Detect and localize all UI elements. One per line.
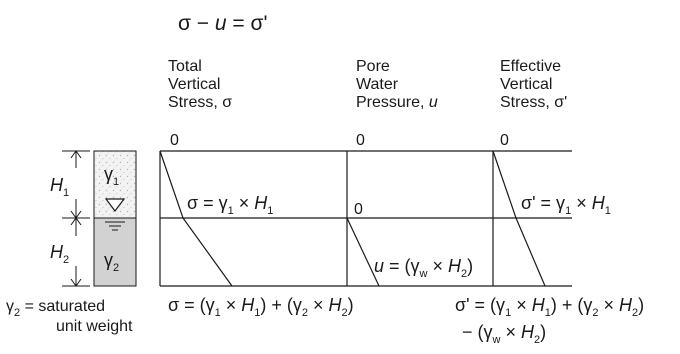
sigma-bottom-label: σ = (γ1 × H1) + (γ2 × H2) (168, 295, 354, 319)
sigma-eff-mid-label: σ' = γ1 × H1 (521, 193, 611, 217)
header-effective-stress: Effective Vertical Stress, σ' (500, 58, 567, 111)
saturated-note-line1: γ2 = saturated (6, 298, 105, 319)
saturated-note-line2: unit weight (56, 318, 133, 335)
h1-label: H1 (50, 175, 69, 199)
header-total-stress: Total Vertical Stress, σ (168, 58, 232, 111)
svg-text:Pressure, u: Pressure, u (356, 94, 438, 111)
soil-column: γ1 γ2 (94, 151, 136, 286)
sigma-eff-bottom-label: σ' = (γ1 × H1) + (γ2 × H2) (455, 295, 644, 319)
sigma-mid-label: σ = γ1 × H1 (187, 193, 273, 217)
svg-text:Effective: Effective (500, 58, 561, 75)
u-bottom-label: u = (γw × H2) (374, 256, 473, 280)
h2-label: H2 (50, 242, 69, 266)
height-dimensions: H1 H2 (50, 151, 90, 286)
sigma-eff-bottom-label-line2: − (γw × H2) (462, 322, 546, 346)
svg-text:Water: Water (356, 76, 399, 93)
svg-text:Stress, σ: Stress, σ (168, 94, 232, 111)
svg-text:Pore: Pore (356, 58, 390, 75)
svg-text:Vertical: Vertical (168, 76, 220, 93)
header-pore-pressure: Pore Water Pressure, u (356, 58, 438, 111)
svg-text:Stress, σ': Stress, σ' (500, 94, 567, 111)
zero-total: 0 (170, 132, 179, 149)
svg-text:Total: Total (168, 58, 202, 75)
zero-pore: 0 (356, 132, 365, 149)
zero-effective: 0 (500, 132, 509, 149)
svg-text:Vertical: Vertical (500, 76, 552, 93)
lower-saturated-layer (94, 218, 136, 286)
zero-pore-mid: 0 (354, 201, 363, 218)
equation: σ − u = σ' (178, 12, 268, 35)
